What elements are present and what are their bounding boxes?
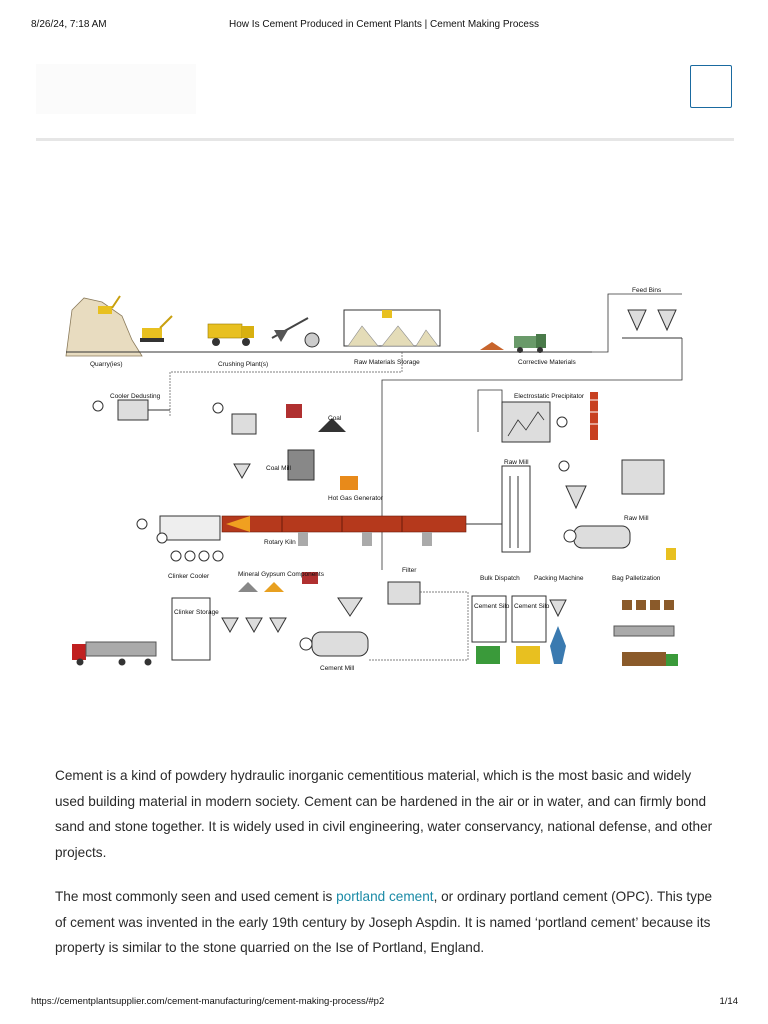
p2-text-after: , or ordinary portland cement (OPC). Thi… [55, 889, 713, 955]
packing-machine [549, 599, 567, 664]
site-logo-area[interactable] [36, 64, 196, 114]
label-electrostatic: Electrostatic Precipitator [514, 393, 585, 400]
raw-mill-cyclone [558, 459, 665, 510]
label-coal-mill: Coal Mill [266, 465, 291, 472]
label-raw-mill-top: Raw Mill [504, 459, 529, 466]
filter [337, 581, 421, 617]
cement-silos [471, 595, 547, 664]
mineral-components [238, 572, 318, 592]
label-packing-machine: Packing Machine [534, 575, 584, 582]
dump-truck [207, 323, 254, 346]
label-bulk-dispatch: Bulk Dispatch [480, 575, 520, 582]
menu-icon[interactable] [690, 65, 732, 108]
label-raw-storage: Raw Materials Storage [354, 359, 420, 366]
coal-mill [212, 402, 358, 490]
bulk-truck [72, 641, 157, 666]
label-clinker-storage: Clinker Storage [174, 609, 219, 616]
raw-mill-column [501, 465, 531, 553]
cooler-dedusting [92, 399, 170, 421]
label-bag-palletization: Bag Palletization [612, 575, 661, 582]
hoppers [221, 617, 287, 634]
cement-mill [299, 631, 369, 657]
label-feed-bins: Feed Bins [632, 287, 662, 294]
bag-palletization [613, 600, 678, 666]
article-body: Cement is a kind of powdery hydraulic in… [55, 763, 715, 980]
print-footer: https://cementplantsupplier.com/cement-m… [0, 996, 768, 1010]
article-paragraph-2: The most commonly seen and used cement i… [55, 884, 715, 961]
clinker-storage [171, 597, 211, 661]
print-page-title: How Is Cement Produced in Cement Plants … [229, 19, 539, 30]
print-page-number: 1/14 [719, 996, 739, 1007]
label-cement-mill: Cement Mill [320, 665, 355, 672]
print-url: https://cementplantsupplier.com/cement-m… [31, 996, 385, 1007]
label-cement-silo-1: Cement Silo [474, 603, 510, 610]
print-header: 8/26/24, 7:18 AM How Is Cement Produced … [0, 19, 768, 33]
label-raw-mill: Raw Mill [624, 515, 649, 522]
label-quarry: Quarry(ies) [90, 361, 123, 368]
portland-cement-link[interactable]: portland cement [336, 889, 434, 904]
header-divider [36, 138, 734, 141]
label-coal: Coal [328, 415, 342, 422]
label-filter: Filter [402, 567, 417, 574]
rotary-kiln [221, 515, 467, 546]
label-hot-gas: Hot Gas Generator [328, 495, 384, 502]
excavator-2 [140, 315, 173, 342]
clinker-cooler [136, 515, 224, 562]
label-cooler-dedusting: Cooler Dedusting [110, 393, 161, 400]
electrostatic-precipitator [501, 392, 598, 443]
raw-mill [563, 525, 676, 560]
excavator-1 [98, 295, 121, 314]
feed-bins [622, 309, 682, 339]
label-rotary-kiln: Rotary Kiln [264, 539, 296, 546]
print-datetime: 8/26/24, 7:18 AM [31, 19, 107, 30]
label-crushing: Crushing Plant(s) [218, 361, 268, 368]
label-mineral: Mineral Gypsum Components [238, 571, 325, 578]
p2-text-before: The most commonly seen and used cement i… [55, 889, 337, 904]
corrective-materials [480, 334, 546, 353]
label-clinker-cooler: Clinker Cooler [168, 573, 210, 580]
raw-materials-storage [343, 309, 441, 347]
article-paragraph-1: Cement is a kind of powdery hydraulic in… [55, 768, 713, 860]
label-corrective: Corrective Materials [518, 359, 577, 366]
label-cement-silo-2: Cement Silo [514, 603, 550, 610]
crushing-plant [271, 317, 320, 348]
cement-process-diagram: Quarry(ies) Crushing Plant(s) Raw Materi… [62, 280, 702, 680]
